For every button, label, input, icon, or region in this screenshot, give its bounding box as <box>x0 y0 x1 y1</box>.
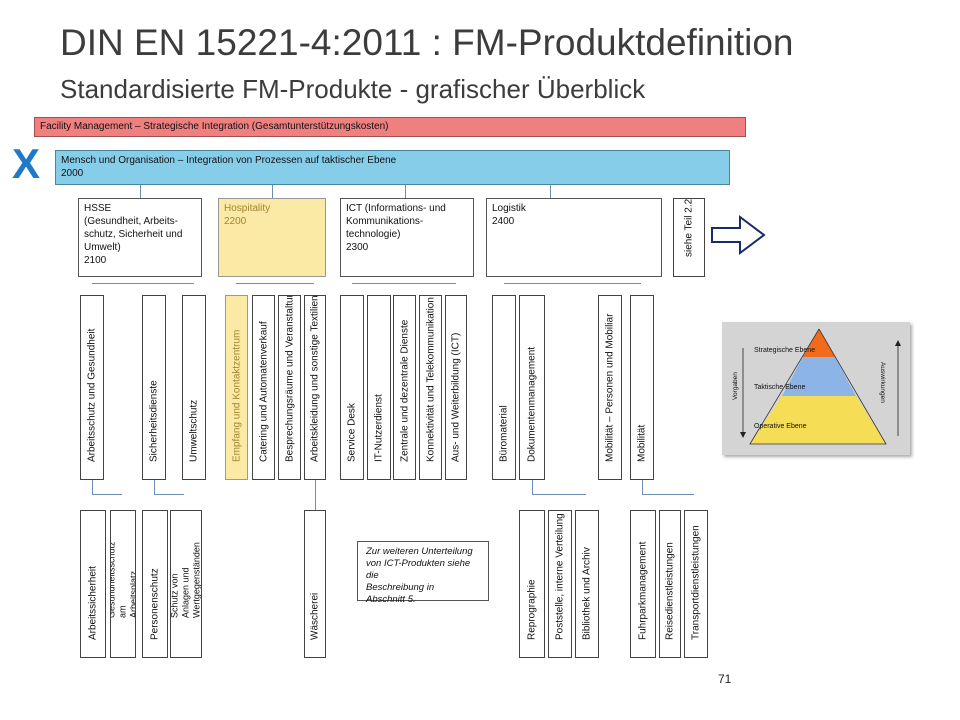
page-title: DIN EN 15221-4:2011 : FM-Produktdefiniti… <box>60 22 794 63</box>
connector <box>92 480 93 494</box>
level2-box: Umweltschutz <box>182 295 206 480</box>
arrow-right-icon <box>711 215 766 255</box>
page-number: 71 <box>718 672 732 686</box>
vorgaben-label: Vorgaben <box>732 372 739 400</box>
connector <box>272 185 273 198</box>
pyramid-level-label: Strategische Ebene <box>754 347 816 354</box>
group-logistik: Logistik 2400 <box>486 198 662 277</box>
level3-box: Reprographie <box>519 510 545 658</box>
level3-label: Bibliothek und Archiv <box>581 547 593 640</box>
connector <box>154 494 184 495</box>
level2-box: Aus- und Weiterbildung (ICT) <box>445 295 467 480</box>
level3-box: Transportdienstleistungen <box>684 510 708 658</box>
level2-label: Sicherheitsdienste <box>148 380 160 462</box>
connector <box>236 283 314 284</box>
level2-box: Konnektivität und Telekommunikation <box>419 295 442 480</box>
level3-box: Bibliothek und Archiv <box>575 510 599 658</box>
connector <box>154 480 155 494</box>
group-ict: ICT (Informations- und Kommunikations- t… <box>340 198 474 277</box>
level3-label: Transportdienstleistungen <box>690 525 702 640</box>
siehe-teil-box: siehe Teil 2.2 <box>673 198 705 277</box>
page-subtitle: Standardisierte FM-Produkte - grafischer… <box>60 74 646 104</box>
pyramid-panel: Strategische Ebene Taktische Ebene Opera… <box>722 322 910 455</box>
level3-label: Wäscherei <box>309 592 321 640</box>
level2-box: Mobilität – Personen und Mobiliar <box>598 295 622 480</box>
level2-box: Zentrale und dezentrale Dienste <box>393 295 416 480</box>
level2-label: Konnektivität und Telekommunikation <box>425 297 436 462</box>
connector <box>504 283 641 284</box>
band-strategic: Facility Management – Strategische Integ… <box>34 117 746 137</box>
pyramid-graphic <box>740 328 901 445</box>
level2-label: Mobilität – Personen und Mobiliar <box>604 313 616 462</box>
level2-box: Mobilität <box>630 295 654 480</box>
level3-box: Arbeitssicherheit <box>80 510 106 658</box>
connector <box>532 494 586 495</box>
level2-label: Empfang und Kontaktzentrum <box>231 329 242 462</box>
level2-box: Büromaterial <box>492 295 516 480</box>
level3-label: Arbeitssicherheit <box>87 566 99 640</box>
level2-label: Besprechungsräume und Veranstaltungen <box>284 295 295 462</box>
level2-label: IT-Nutzerdienst <box>373 394 385 462</box>
level3-box: Schutz von Anlagen und Wertgegenständen <box>170 510 202 658</box>
level3-box: Personenschutz <box>142 510 168 658</box>
x-mark: X <box>12 140 41 187</box>
level2-label: Mobilität <box>636 424 648 462</box>
level2-label: Service Desk <box>346 403 358 462</box>
level2-label: Catering und Automatenverkauf <box>258 321 269 462</box>
level2-box: Empfang und Kontaktzentrum <box>225 295 248 480</box>
connector <box>140 185 141 198</box>
pyramid-tactical-tier <box>782 357 856 396</box>
level3-box: Gesundheitsschutz am Arbeitsplatz <box>110 510 136 658</box>
connector <box>315 480 316 510</box>
level2-label: Umweltschutz <box>188 399 200 462</box>
level3-label: Gesundheitsschutz am Arbeitsplatz <box>110 541 136 618</box>
connector <box>642 494 694 495</box>
pyramid-strategic-tier <box>803 329 835 357</box>
pyramid-operative-tier <box>750 396 886 444</box>
level2-box: Besprechungsräume und Veranstaltungen <box>278 295 301 480</box>
level2-label: Arbeitskleidung und sonstige Textilien <box>309 295 321 462</box>
level2-label: Aus- und Weiterbildung (ICT) <box>450 332 462 462</box>
connector <box>352 283 456 284</box>
level2-label: Arbeitsschutz und Gesundheit <box>86 328 98 462</box>
level3-label: Personenschutz <box>149 568 161 640</box>
group-hospitality: Hospitality 2200 <box>218 198 326 277</box>
level3-label: Poststelle, interne Verteilung <box>554 513 566 640</box>
level2-box: Dokumentenmanagement <box>519 295 545 480</box>
level2-label: Dokumentenmanagement <box>526 346 538 462</box>
level2-box: Arbeitskleidung und sonstige Textilien <box>304 295 326 480</box>
auswirkungen-label: Auswirkungen <box>879 362 886 403</box>
level3-box: Reisedienstleistungen <box>659 510 681 658</box>
ict-note: Zur weiteren Unterteilung von ICT-Produk… <box>357 541 489 605</box>
level2-label: Büromaterial <box>498 405 510 462</box>
level2-box: Catering und Automatenverkauf <box>252 295 275 480</box>
level3-box: Poststelle, interne Verteilung <box>548 510 572 658</box>
level3-box: Fuhrparkmanagement <box>630 510 656 658</box>
level2-box: IT-Nutzerdienst <box>367 295 391 480</box>
connector <box>532 480 533 494</box>
connector <box>405 185 406 198</box>
pyramid-level-label: Operative Ebene <box>754 423 807 430</box>
siehe-teil-label: siehe Teil 2.2 <box>683 198 695 257</box>
band-tactical: Mensch und Organisation – Integration vo… <box>55 150 730 185</box>
level2-box: Sicherheitsdienste <box>142 295 166 480</box>
level2-box: Arbeitsschutz und Gesundheit <box>80 295 104 480</box>
level3-label: Fuhrparkmanagement <box>637 541 649 640</box>
connector <box>550 185 551 198</box>
connector <box>642 480 643 494</box>
level2-label: Zentrale und dezentrale Dienste <box>399 319 410 462</box>
pyramid-level-label: Taktische Ebene <box>754 384 806 391</box>
group-hsse: HSSE (Gesundheit, Arbeits- schutz, Siche… <box>78 198 202 277</box>
level3-box: Wäscherei <box>304 510 326 658</box>
connector <box>92 283 194 284</box>
level3-label: Schutz von Anlagen und Wertgegenständen <box>170 542 202 618</box>
level2-box: Service Desk <box>340 295 364 480</box>
level3-label: Reisedienstleistungen <box>664 542 676 640</box>
level3-label: Reprographie <box>526 579 538 640</box>
connector <box>92 494 122 495</box>
